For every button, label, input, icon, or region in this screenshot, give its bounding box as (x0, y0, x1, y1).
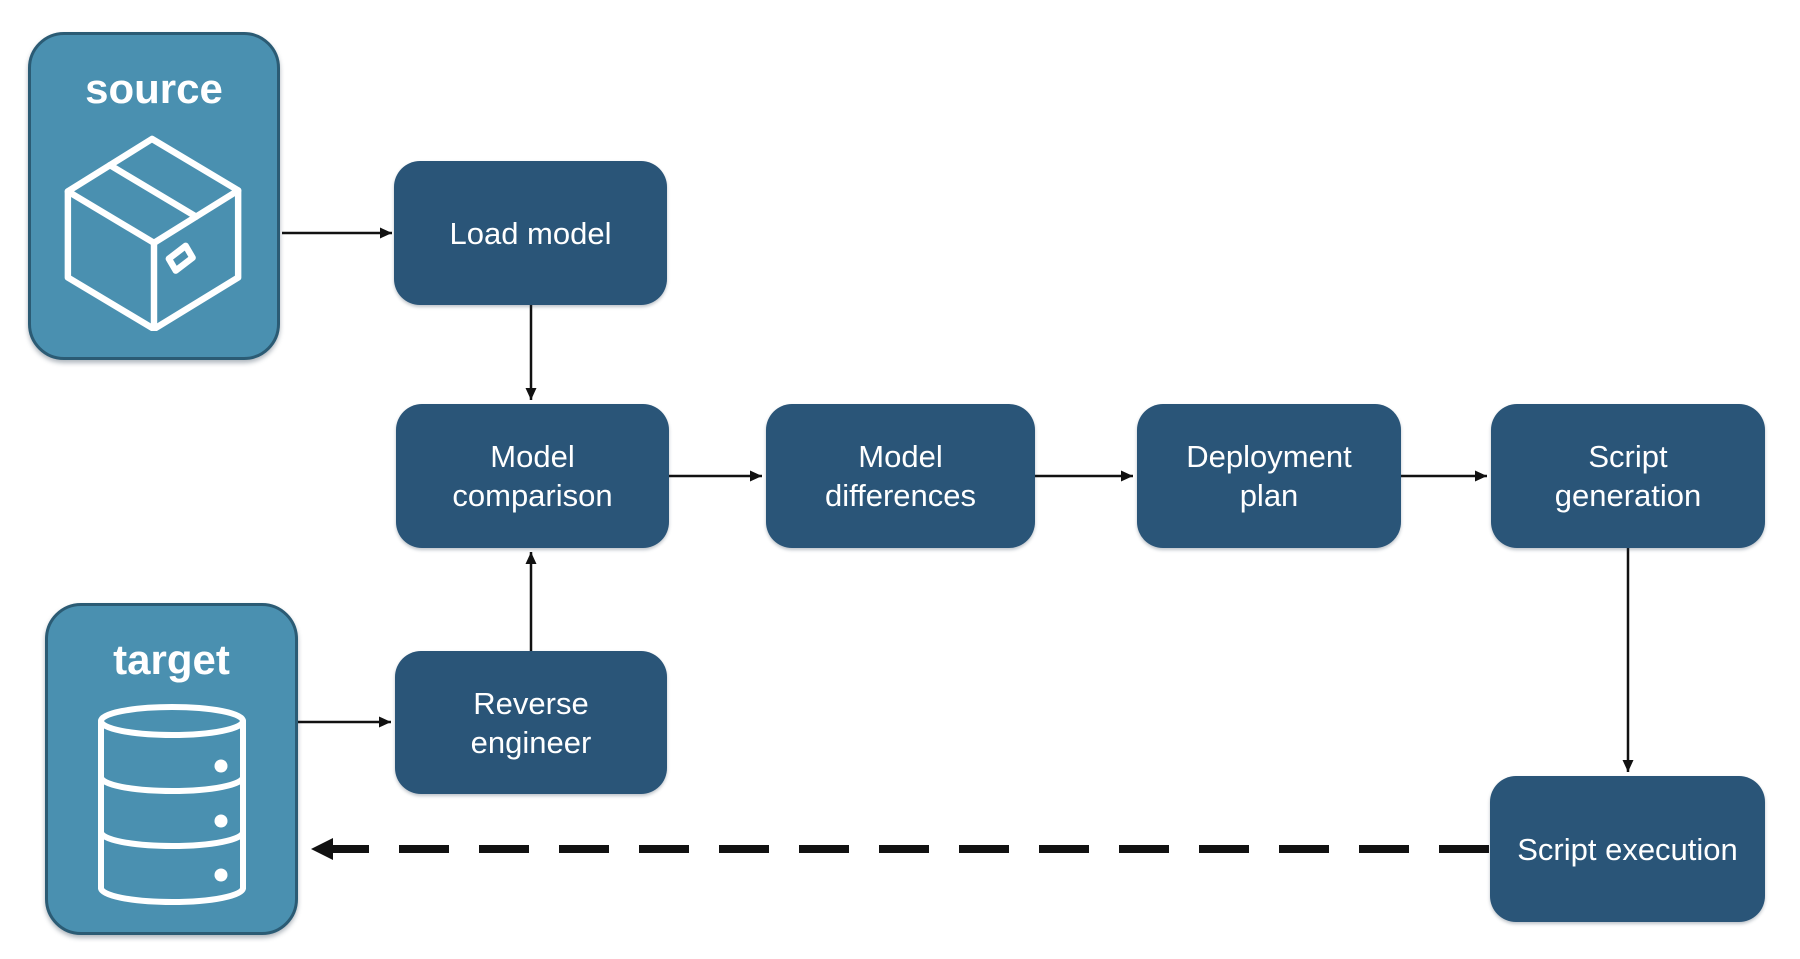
endpoint-target: target (45, 603, 298, 935)
node-reverse-engineer: Reverse engineer (395, 651, 667, 794)
node-label: Script execution (1517, 831, 1738, 867)
database-icon (97, 704, 246, 905)
node-label: Script generation (1554, 439, 1702, 513)
node-script-generation: Script generation (1491, 404, 1765, 548)
node-model-differences: Model differences (766, 404, 1035, 548)
node-deployment-plan: Deployment plan (1137, 404, 1401, 548)
node-script-execution: Script execution (1490, 776, 1765, 922)
node-label: Model comparison (452, 439, 613, 513)
node-label: Load model (449, 215, 612, 251)
node-label: Reverse engineer (470, 685, 592, 760)
endpoint-source: source (28, 32, 280, 360)
package-icon (64, 135, 242, 331)
node-model-comparison: Model comparison (396, 404, 669, 548)
node-label: Model differences (824, 439, 977, 513)
target-label: target (113, 636, 230, 683)
node-load-model: Load model (394, 161, 667, 305)
source-label: source (85, 65, 223, 112)
node-label: Deployment plan (1186, 439, 1352, 513)
